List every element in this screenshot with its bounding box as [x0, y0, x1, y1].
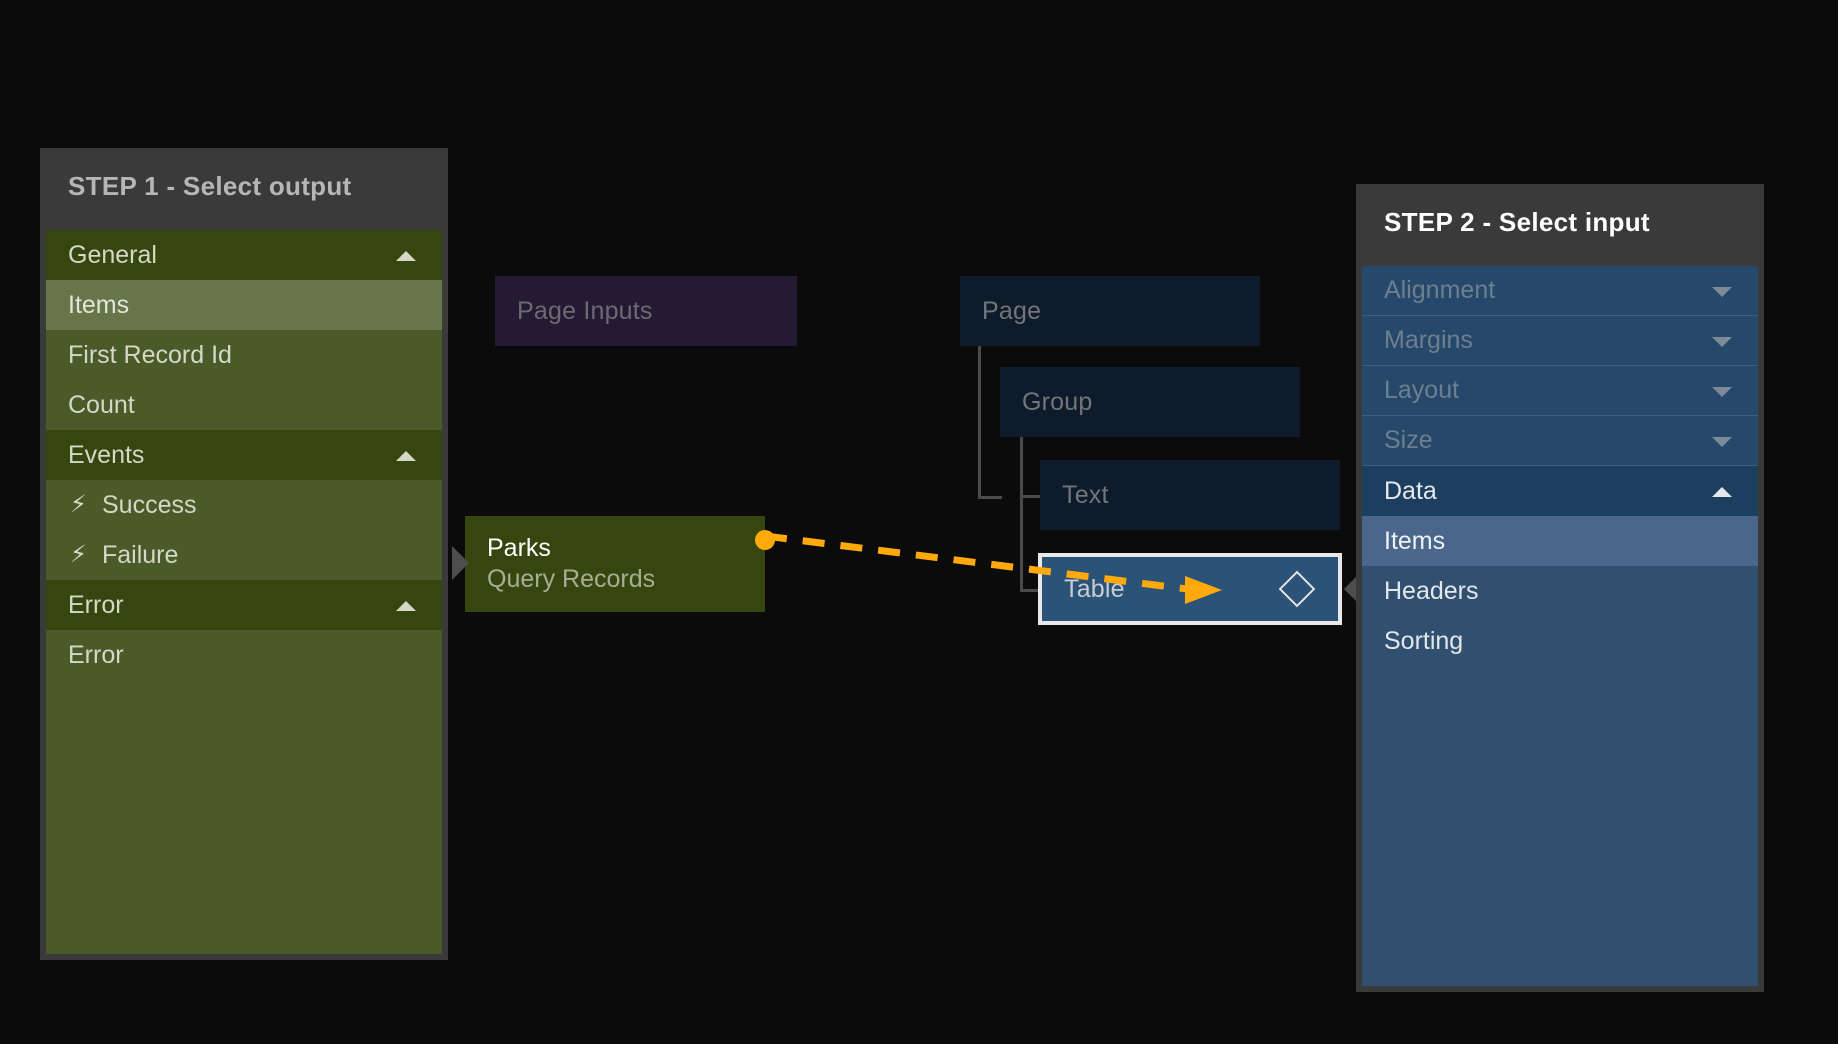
diamond-icon: [1279, 571, 1316, 608]
node-table[interactable]: Table: [1038, 553, 1342, 625]
step1-group-header-events[interactable]: Events: [46, 430, 442, 480]
node-parks-subtitle: Query Records: [465, 564, 655, 595]
step1-group-header-events-label: Events: [46, 441, 144, 470]
tree-connector-group-children: [1020, 432, 1023, 592]
caret-down-icon[interactable]: [1712, 287, 1732, 297]
caret-up-icon[interactable]: [396, 251, 416, 261]
caret-up-icon[interactable]: [396, 451, 416, 461]
node-page-inputs[interactable]: Page Inputs: [495, 276, 797, 346]
step2-group-alignment-label: Alignment: [1362, 276, 1495, 305]
node-group[interactable]: Group: [1000, 367, 1300, 437]
step1-list: General Items First Record Id Count Even…: [46, 230, 442, 954]
step2-group-header-data[interactable]: Data: [1362, 466, 1758, 516]
caret-down-icon[interactable]: [1712, 437, 1732, 447]
caret-up-icon[interactable]: [1712, 487, 1732, 497]
node-page-label: Page: [960, 297, 1041, 326]
step2-item-sorting[interactable]: Sorting: [1362, 616, 1758, 666]
step2-group-size-label: Size: [1362, 426, 1433, 455]
step1-item-items-label: Items: [46, 291, 129, 320]
node-parks-query-records[interactable]: Parks Query Records: [465, 516, 765, 612]
step2-group-margins-label: Margins: [1362, 326, 1473, 355]
step2-item-items[interactable]: Items: [1362, 516, 1758, 566]
node-text-label: Text: [1040, 481, 1109, 510]
step1-group-header-general[interactable]: General: [46, 230, 442, 280]
step2-group-header-data-label: Data: [1362, 477, 1437, 506]
tree-connector-page-group: [978, 340, 981, 498]
step2-item-items-label: Items: [1362, 527, 1445, 556]
step1-panel: STEP 1 - Select output General Items Fir…: [40, 148, 448, 960]
output-connector-dot[interactable]: [755, 530, 775, 550]
caret-up-icon[interactable]: [396, 601, 416, 611]
step1-item-success-label: Success: [46, 491, 196, 520]
tree-connector-group-text-elbow: [1020, 495, 1042, 498]
step2-group-size[interactable]: Size: [1362, 416, 1758, 466]
node-text[interactable]: Text: [1040, 460, 1340, 530]
step2-group-margins[interactable]: Margins: [1362, 316, 1758, 366]
step1-item-count-label: Count: [46, 391, 135, 420]
step2-group-layout[interactable]: Layout: [1362, 366, 1758, 416]
node-parks-title: Parks: [465, 533, 551, 564]
step2-group-layout-label: Layout: [1362, 376, 1459, 405]
step1-item-failure-label: Failure: [46, 541, 178, 570]
lightning-bolt-icon: ⚡: [70, 493, 87, 517]
caret-down-icon[interactable]: [1712, 337, 1732, 347]
step1-item-error[interactable]: Error: [46, 630, 442, 680]
step2-item-sorting-label: Sorting: [1362, 627, 1463, 656]
step1-link-arrow-icon: [452, 546, 469, 580]
step1-item-first-record-id-label: First Record Id: [46, 341, 232, 370]
caret-down-icon[interactable]: [1712, 387, 1732, 397]
node-page[interactable]: Page: [960, 276, 1260, 346]
step1-item-items[interactable]: Items: [46, 280, 442, 330]
step2-panel: STEP 2 - Select input Alignment Margins …: [1356, 184, 1764, 992]
step1-group-header-error[interactable]: Error: [46, 580, 442, 630]
step2-item-headers-label: Headers: [1362, 577, 1479, 606]
step2-title: STEP 2 - Select input: [1356, 184, 1764, 260]
step2-list: Alignment Margins Layout Size Data Items: [1362, 266, 1758, 986]
lightning-bolt-icon: ⚡: [70, 543, 87, 567]
step1-group-header-error-label: Error: [46, 591, 124, 620]
step1-item-count[interactable]: Count: [46, 380, 442, 430]
step1-title: STEP 1 - Select output: [40, 148, 448, 224]
step1-group-header-general-label: General: [46, 241, 157, 270]
step1-item-success[interactable]: ⚡ Success: [46, 480, 442, 530]
step1-item-first-record-id[interactable]: First Record Id: [46, 330, 442, 380]
node-page-inputs-label: Page Inputs: [495, 297, 653, 326]
node-table-label: Table: [1042, 575, 1125, 604]
node-group-label: Group: [1000, 388, 1092, 417]
tree-connector-page-group-elbow: [978, 496, 1002, 499]
step1-item-error-label: Error: [46, 641, 124, 670]
step1-item-failure[interactable]: ⚡ Failure: [46, 530, 442, 580]
step2-item-headers[interactable]: Headers: [1362, 566, 1758, 616]
step2-group-alignment[interactable]: Alignment: [1362, 266, 1758, 316]
